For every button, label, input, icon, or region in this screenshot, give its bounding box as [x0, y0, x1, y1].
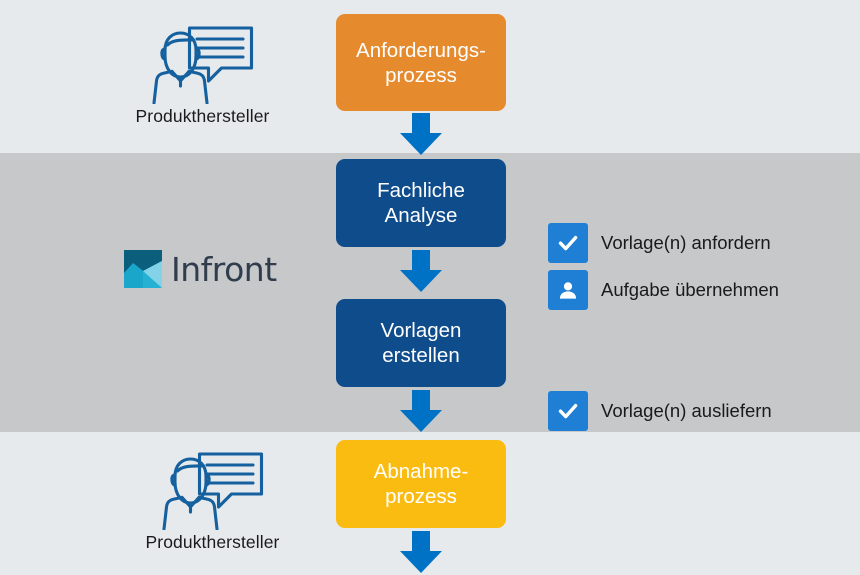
checkmark-icon: [548, 391, 588, 431]
arrow-down-1: [400, 113, 442, 155]
person-speech-bubble-icon: [161, 452, 263, 530]
legend-aufgabe-uebernehmen-label: Aufgabe übernehmen: [601, 279, 779, 300]
step-vorlagen-erstellen[interactable]: Vorlagen erstellen: [336, 299, 506, 387]
legend-vorlage-anfordern[interactable]: Vorlage(n) anfordern: [548, 223, 771, 263]
step-abnahmeprozess-line1: Abnahme-: [373, 460, 469, 483]
step-abnahmeprozess-line2: prozess: [385, 485, 457, 508]
legend-vorlage-ausliefern-label: Vorlage(n) ausliefern: [601, 400, 772, 421]
legend-vorlage-ausliefern[interactable]: Vorlage(n) ausliefern: [548, 391, 772, 431]
step-anforderungsprozess-line1: Anforderungs-: [356, 38, 486, 62]
actor-top: Produkthersteller: [110, 14, 295, 127]
legend-aufgabe-uebernehmen[interactable]: Aufgabe übernehmen: [548, 270, 779, 310]
legend-vorlage-anfordern-label: Vorlage(n) anfordern: [601, 232, 771, 253]
actor-bottom: Produkthersteller: [120, 440, 305, 553]
arrow-down-4: [400, 531, 442, 573]
step-anforderungsprozess-line2: prozess: [385, 63, 457, 87]
step-abnahmeprozess[interactable]: Abnahme- prozess: [336, 440, 506, 528]
person-speech-bubble-icon: [151, 26, 253, 104]
step-anforderungsprozess[interactable]: Anforderungs- prozess: [336, 14, 506, 111]
step-vorlagen-erstellen-line2: erstellen: [382, 344, 460, 367]
infront-logo: Infront: [124, 250, 277, 288]
arrow-down-2: [400, 250, 442, 292]
step-fachliche-analyse-line2: Analyse: [384, 204, 458, 227]
infront-mark-icon: [124, 250, 162, 288]
step-fachliche-analyse-line1: Fachliche: [377, 179, 465, 202]
actor-top-label: Produkthersteller: [135, 106, 270, 126]
checkmark-icon: [548, 223, 588, 263]
actor-bottom-label: Produkthersteller: [145, 532, 280, 552]
step-vorlagen-erstellen-line1: Vorlagen: [380, 319, 462, 342]
person-icon: [548, 270, 588, 310]
step-fachliche-analyse[interactable]: Fachliche Analyse: [336, 159, 506, 247]
infront-wordmark: Infront: [171, 249, 277, 289]
arrow-down-3: [400, 390, 442, 432]
